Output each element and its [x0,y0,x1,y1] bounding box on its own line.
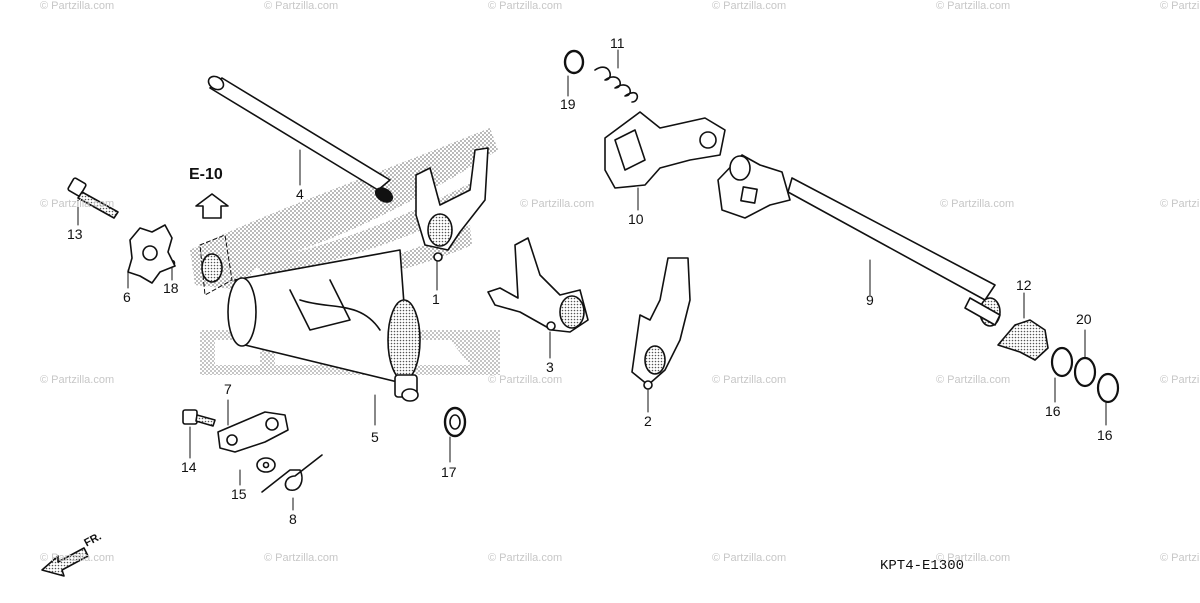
callout-20[interactable]: 20 [1076,311,1092,327]
callout-1[interactable]: 1 [432,291,440,307]
part-4-fork-shaft [207,75,394,203]
watermark: © Partzilla.com [264,552,339,564]
callout-10[interactable]: 10 [628,211,644,227]
part-17-washer [443,406,467,463]
callout-2[interactable]: 2 [644,413,652,429]
callout-13[interactable]: 13 [67,226,83,242]
watermark: © Partzilla.com [488,552,563,564]
callout-8[interactable]: 8 [289,511,297,527]
part-20-circlip [1073,329,1097,388]
part-7-stopper-arm [217,399,289,453]
watermark: © Partzilla.com [488,374,563,386]
callout-18[interactable]: 18 [163,280,179,296]
callout-15[interactable]: 15 [231,486,247,502]
part-12-return-spring [997,292,1049,361]
callout-14[interactable]: 14 [181,459,197,475]
e10-reference-arrow [195,193,229,219]
callout-16[interactable]: 16 [1097,427,1113,443]
callout-7[interactable]: 7 [224,381,232,397]
watermark: © Partzilla.com [936,552,1011,564]
part-19-circlip [563,49,585,97]
part-10-shift-arm-plate [604,111,726,211]
callout-5[interactable]: 5 [371,429,379,445]
watermark: © Partzilla.com [936,0,1011,12]
part-9-gearshift-spindle [717,154,1001,327]
part-16-washer-b [1096,372,1120,426]
part-16-washer-a [1050,346,1074,403]
part-5-shift-drum [227,249,421,426]
watermark: © Partzilla.com [712,374,787,386]
watermark: © Partzilla.com [1160,0,1200,12]
watermark: © Partzilla.com [1160,198,1200,210]
watermark: © Partzilla.com [712,0,787,12]
part-1-shift-fork [415,147,489,291]
part-2-shift-fork [631,257,691,413]
watermark: © Partzilla.com [940,198,1015,210]
watermark: © Partzilla.com [40,0,115,12]
watermark: © Partzilla.com [40,552,115,564]
watermark: © Partzilla.com [40,374,115,386]
callout-16[interactable]: 16 [1045,403,1061,419]
callout-17[interactable]: 17 [441,464,457,480]
watermark: © Partzilla.com [40,198,115,210]
watermark: © Partzilla.com [936,374,1011,386]
watermark: © Partzilla.com [1160,552,1200,564]
callout-4[interactable]: 4 [296,186,304,202]
callout-6[interactable]: 6 [123,289,131,305]
drawing-code: KPT4-E1300 [880,558,965,574]
part-6-cam-plate [127,224,176,289]
watermark: © Partzilla.com [1160,374,1200,386]
part-14-bolt [182,409,216,459]
part-15-collar [239,457,276,486]
watermark: © Partzilla.com [488,0,563,12]
callout-9[interactable]: 9 [866,292,874,308]
part-8-stopper-spring [261,454,323,511]
part-3-shift-fork [487,237,589,359]
watermark: © Partzilla.com [520,198,595,210]
part-18-bearing-pin [168,234,233,296]
callout-11[interactable]: 11 [610,35,625,51]
reference-label-e10[interactable]: E-10 [189,166,223,183]
callout-19[interactable]: 19 [560,96,576,112]
part-11-spring [594,49,639,103]
callout-12[interactable]: 12 [1016,277,1032,293]
callout-3[interactable]: 3 [546,359,554,375]
watermark: © Partzilla.com [264,0,339,12]
watermark: © Partzilla.com [712,552,787,564]
part-13-bolt [67,177,119,226]
front-direction-arrow [41,547,89,577]
